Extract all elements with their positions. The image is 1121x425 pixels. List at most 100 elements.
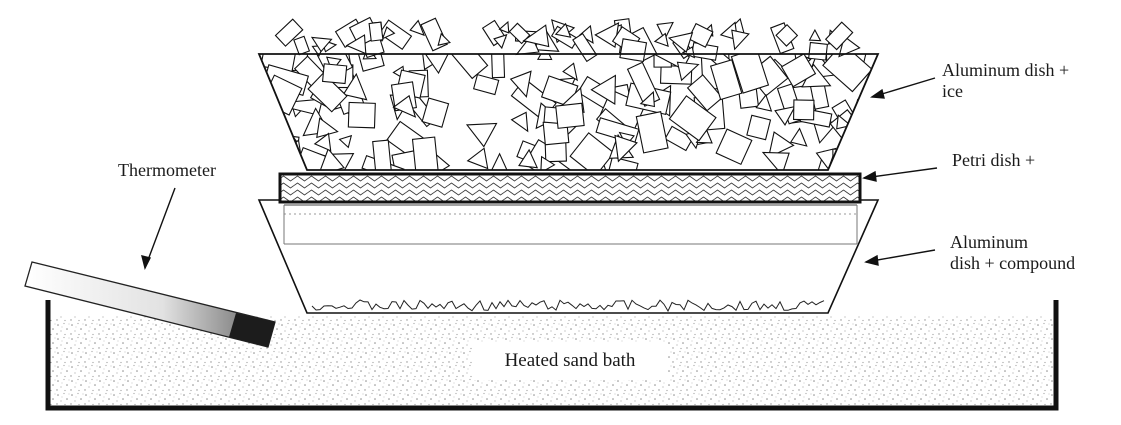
ice-dish-arrow-head [870, 88, 885, 99]
ice-cube [274, 18, 304, 47]
ice-cube [472, 73, 500, 96]
ice-shard [639, 90, 656, 108]
ice-shard [266, 142, 291, 167]
ice-shard [466, 147, 489, 170]
ice-cube [746, 114, 772, 141]
ice-shard [392, 94, 417, 118]
ice-cube [635, 111, 669, 154]
ice-cube [832, 148, 861, 168]
petri-dish-arrow-head [862, 170, 877, 182]
ice-cube [687, 22, 714, 48]
ice-cube [259, 111, 298, 159]
ice-shard [789, 127, 808, 147]
ice-shard [774, 105, 796, 126]
ice-cube [715, 128, 753, 166]
label-compound-dish: Aluminum dish + compound [950, 232, 1076, 273]
ice-cube [572, 32, 598, 63]
ice-shard [518, 148, 539, 169]
ice-cube [293, 35, 311, 56]
label-sand-bath: Heated sand bath [472, 342, 668, 380]
ice-shard [465, 122, 498, 148]
ice-shard [761, 151, 790, 170]
ice-shard [755, 93, 773, 112]
ice-cube [321, 63, 348, 85]
thermometer-arrow-line [144, 187, 176, 269]
ice-cube [569, 132, 615, 170]
ice-shard [437, 32, 451, 46]
ice-shard [342, 72, 368, 101]
ice-shard [510, 111, 529, 133]
lower-dish-outline [257, 199, 880, 314]
ice-shard [310, 36, 333, 53]
ice-shard [840, 139, 862, 159]
leader-arrows [141, 77, 938, 271]
ice-shard [498, 20, 510, 34]
petri-dish [278, 172, 862, 245]
ice-cube [686, 74, 724, 112]
ice-shard [536, 54, 553, 61]
upper-dish-outline [257, 53, 880, 171]
ice-shard [590, 74, 616, 105]
ice-shard [313, 132, 332, 152]
ice-cube [448, 54, 489, 80]
ice-aluminum-dish [257, 16, 880, 171]
label-thermometer: Thermometer [118, 160, 216, 180]
ice-shard [345, 34, 367, 55]
thermometer-bulb [229, 313, 275, 347]
ice-cube [730, 54, 770, 94]
ice-shard [381, 26, 396, 40]
ice-cube [834, 143, 867, 170]
ice-cube [421, 97, 450, 128]
ice-shard [490, 152, 509, 170]
ice-cube [372, 139, 392, 170]
ice-cube [420, 17, 448, 52]
thermometer [24, 261, 276, 348]
ice-shard [614, 134, 638, 163]
ice-cube [780, 54, 817, 88]
ice-pieces [259, 54, 874, 170]
ice-shard [540, 155, 556, 170]
ice-cube [709, 59, 743, 101]
ice-shard [562, 62, 579, 82]
compound-aluminum-dish [257, 199, 880, 314]
compound-layer [311, 299, 825, 313]
ice-cube [619, 38, 648, 63]
ice-cube [368, 21, 384, 42]
ice-shard [338, 134, 353, 149]
ice-cube [607, 156, 639, 170]
ice-shard [509, 70, 532, 98]
ice-shard [676, 61, 700, 82]
petri-dish-top [278, 172, 862, 204]
sand-bath-container [45, 300, 1059, 411]
ice-cube [808, 41, 828, 61]
compound-dish-arrow-head [864, 254, 879, 266]
ice-pile-top [274, 16, 861, 63]
ice-cube [824, 21, 854, 51]
ice-cube [555, 102, 585, 129]
ice-shard [493, 33, 508, 50]
ice-shard [767, 131, 795, 159]
ice-cube [668, 95, 717, 142]
label-ice-dish: Aluminum dish + ice [942, 60, 1070, 101]
ice-shard [851, 98, 874, 121]
ice-shard [554, 22, 572, 38]
thermometer-arrow-head [141, 255, 152, 271]
ice-shard [409, 19, 425, 37]
label-petri-dish: Petri dish + [952, 150, 1036, 170]
ice-shard [656, 21, 674, 41]
ice-shard [522, 24, 550, 48]
ice-cube [307, 72, 348, 113]
ice-shard [653, 32, 669, 47]
ice-cube [411, 136, 440, 170]
ice-cube [357, 54, 385, 72]
ice-shard [667, 32, 694, 53]
ice-cube [347, 101, 376, 129]
ice-cube [793, 99, 815, 121]
ice-cube [263, 124, 287, 164]
ice-shard [317, 147, 345, 170]
ice-cube [775, 23, 799, 47]
ice-shard [731, 29, 750, 51]
ice-cube [491, 54, 506, 79]
